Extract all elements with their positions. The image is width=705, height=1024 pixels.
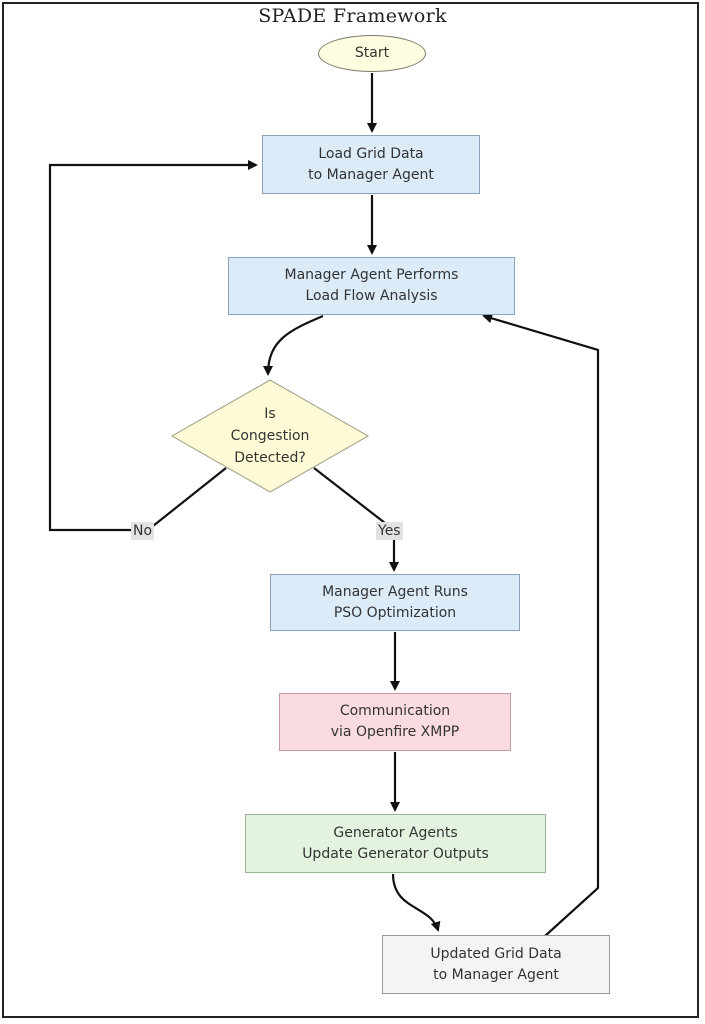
arrow-feedback-to-load-flow <box>482 313 600 937</box>
load-flow-line-1: Manager Agent Performs <box>284 267 459 283</box>
pso-line-1: Manager Agent Runs <box>322 583 468 600</box>
no-edge-label: No <box>131 522 155 540</box>
communication-box: Communication via Openfire XMPP <box>279 693 511 751</box>
updated-grid-data-box: Updated Grid Data to Manager Agent <box>382 935 610 994</box>
arrow-generators-to-updated-grid <box>391 873 441 932</box>
load-grid-line-2: to Manager Agent <box>308 166 434 183</box>
updated-grid-line-2: to Manager Agent <box>433 966 559 983</box>
communication-line-1: Communication <box>339 703 451 719</box>
diagram-title: SPADE Framework <box>258 5 447 27</box>
decision-line-2: Congestion <box>230 428 310 444</box>
yes-edge-label: Yes <box>376 522 403 540</box>
generators-line-1: Generator Agents <box>333 824 458 841</box>
start-label: Start <box>354 45 390 61</box>
decision-line-1: Is <box>264 406 276 422</box>
start-node: Start <box>318 35 426 72</box>
updated-grid-line-1: Updated Grid Data <box>430 945 562 962</box>
generators-line-2: Update Generator Outputs <box>302 845 489 862</box>
load-grid-line-1: Load Grid Data <box>318 145 424 162</box>
load-grid-data-box: Load Grid Data to Manager Agent <box>262 135 480 194</box>
load-flow-analysis-box: Manager Agent Performs Load Flow Analysi… <box>228 257 515 315</box>
pso-optimization-box: Manager Agent Runs PSO Optimization <box>270 574 520 631</box>
decision-label: Is Congestion Detected? <box>205 403 335 469</box>
arrow-yes-to-pso <box>313 467 399 572</box>
decision-diamond <box>170 379 370 493</box>
load-flow-line-2: Load Flow Analysis <box>305 288 438 304</box>
generator-agents-box: Generator Agents Update Generator Output… <box>245 814 546 873</box>
communication-line-2: via Openfire XMPP <box>330 724 460 740</box>
pso-line-2: PSO Optimization <box>333 604 457 621</box>
arrow-no-loop <box>48 160 258 532</box>
arrow-load-flow-to-decision <box>263 314 324 376</box>
decision-line-3: Detected? <box>234 450 306 466</box>
